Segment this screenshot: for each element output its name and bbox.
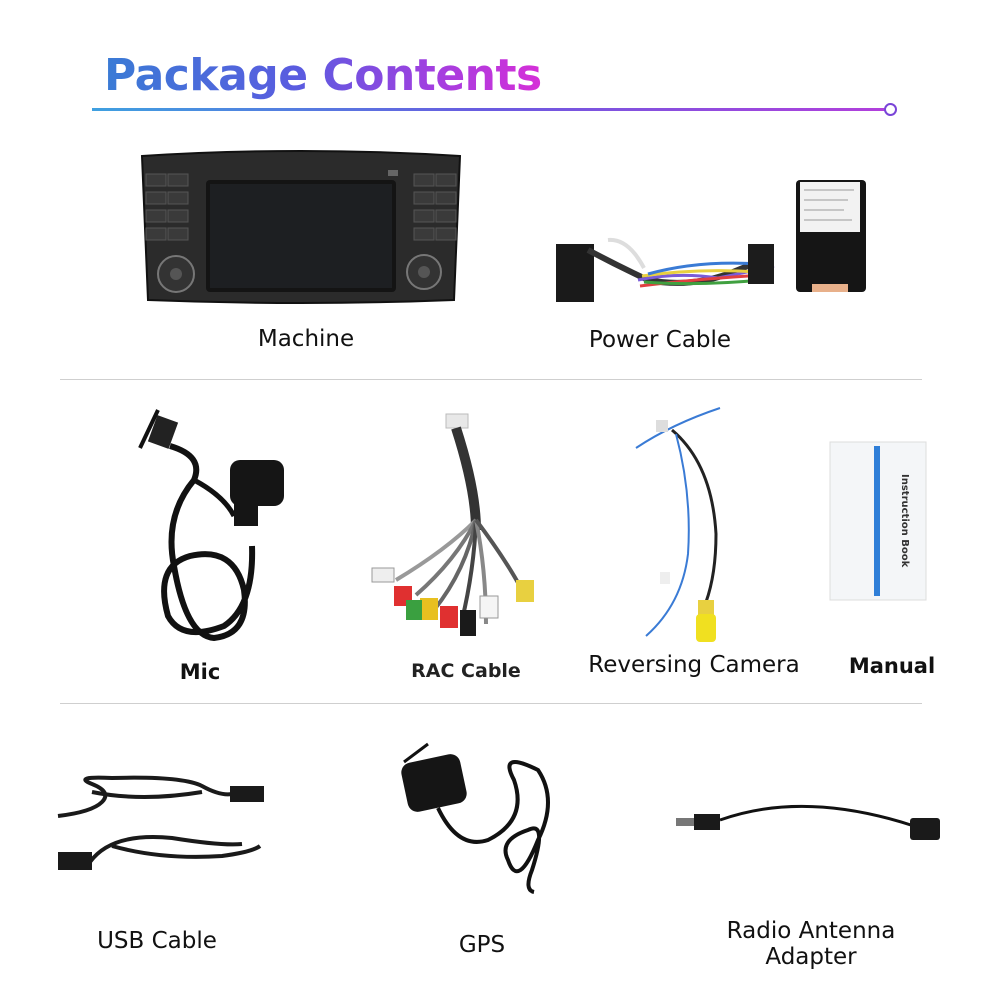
mic-label: Mic (179, 660, 221, 684)
title-underline-dot (884, 103, 897, 116)
antenna-adapter-image (676, 804, 940, 840)
radio-antenna-label-line2: Adapter (765, 944, 857, 970)
svg-text:Instruction Book: Instruction Book (899, 474, 910, 568)
rac-cable-label: RAC Cable (411, 660, 521, 682)
car-stereo-image (140, 150, 462, 304)
power-cable-label: Power Cable (588, 327, 732, 353)
usb-cable-label: USB Cable (97, 928, 217, 954)
row-divider-1 (60, 379, 922, 380)
rca-cable-image (371, 413, 534, 636)
gps-antenna-image (401, 742, 550, 894)
camera-cable-image (635, 407, 721, 642)
row-divider-2 (60, 703, 922, 704)
reversing-camera-label: Reversing Camera (588, 652, 800, 678)
gps-label: GPS (458, 932, 506, 958)
manual-book-image: Instruction Book (829, 441, 927, 601)
mic-image (138, 409, 284, 642)
power-harness-image (556, 180, 866, 302)
usb-cable-image (57, 775, 264, 870)
manual-label: Manual (848, 654, 936, 678)
radio-antenna-label-line1: Radio Antenna (726, 918, 896, 944)
page-title: Package Contents (104, 48, 542, 104)
title-underline (92, 108, 888, 111)
machine-label: Machine (257, 326, 355, 352)
